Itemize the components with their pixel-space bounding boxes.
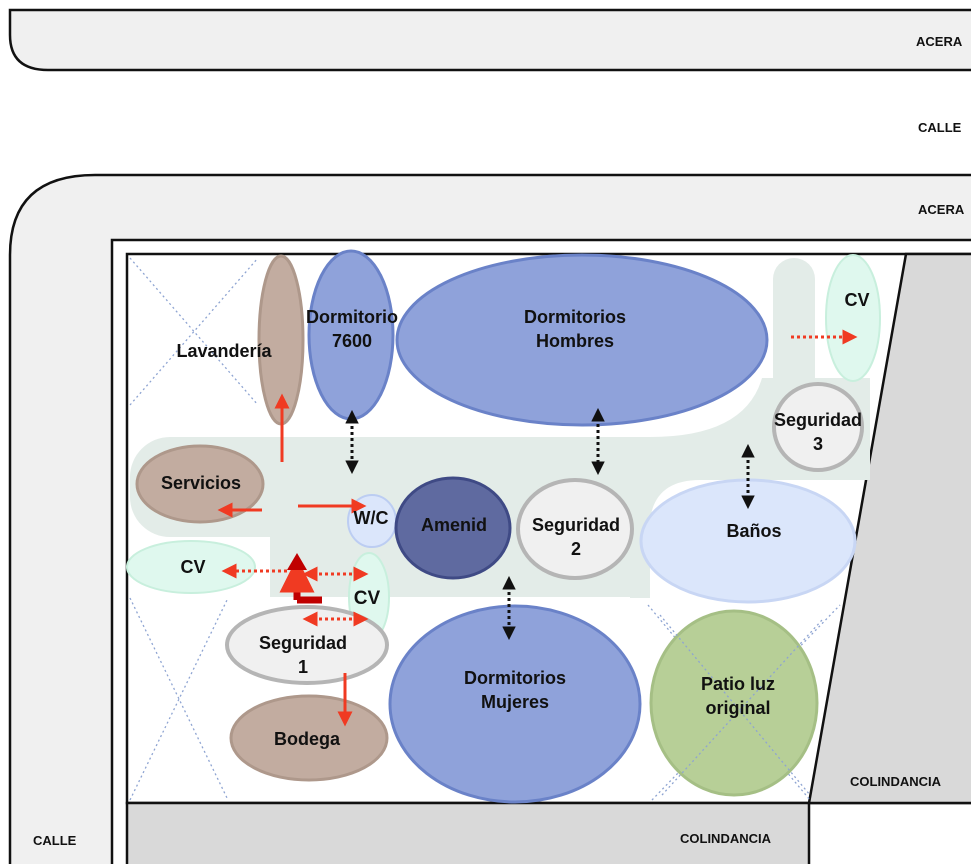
cv-mid-label: CV xyxy=(354,588,381,609)
cv-top-label: CV xyxy=(844,290,869,310)
banos-label: Baños xyxy=(726,521,781,541)
red-dotted-arrows xyxy=(221,329,858,627)
dormitorio-7600-number: 7600 xyxy=(332,331,372,351)
acera-lot-label: ACERA xyxy=(918,202,965,217)
entry-marker xyxy=(279,553,322,604)
wc-label: W/C xyxy=(354,508,389,528)
calle-top-label: CALLE xyxy=(918,120,962,135)
cv-left-label: CV xyxy=(180,557,205,577)
amenid-label: Amenid xyxy=(421,515,487,535)
patio-luz-label: Patio luz xyxy=(701,674,775,694)
acera-top-label: ACERA xyxy=(916,34,963,49)
lavanderia-label: Lavandería xyxy=(176,341,272,361)
colindancia-right-label: COLINDANCIA xyxy=(850,774,942,789)
dormitorios-hombres-label: Dormitorios xyxy=(524,307,626,327)
seguridad-1-number: 1 xyxy=(298,657,308,677)
colindancia-bottom-label: COLINDANCIA xyxy=(680,831,772,846)
seguridad-2-label: Seguridad xyxy=(532,515,620,535)
amenid-room xyxy=(394,476,512,580)
calle-left-label: CALLE xyxy=(33,833,77,848)
servicios-label: Servicios xyxy=(161,473,241,493)
dormitorios-mujeres-label: Dormitorios xyxy=(464,668,566,688)
dormitorios-hombres-label-2: Hombres xyxy=(536,331,614,351)
black-dotted-arrows xyxy=(345,407,755,641)
cv-top-room xyxy=(825,254,881,382)
seguridad-3-room xyxy=(772,382,864,472)
dormitorio-7600-label: Dormitorio xyxy=(306,307,398,327)
seguridad-1-label: Seguridad xyxy=(259,633,347,653)
patio-luz-room xyxy=(649,609,819,797)
seguridad-2-room xyxy=(516,478,634,580)
red-flow-arrows xyxy=(217,393,367,727)
seguridad-3-number: 3 xyxy=(813,434,823,454)
patio-cross xyxy=(659,614,823,796)
colindancia-bottom xyxy=(125,801,811,864)
bodega-label: Bodega xyxy=(274,729,341,749)
colindancia-right xyxy=(807,252,971,805)
dormitorios-hombres-room xyxy=(395,253,769,427)
top-sidewalk xyxy=(8,8,971,72)
seguridad-2-number: 2 xyxy=(571,539,581,559)
dormitorios-mujeres-label-2: Mujeres xyxy=(481,692,549,712)
seguridad-3-label: Seguridad xyxy=(774,410,862,430)
patio-luz-label-2: original xyxy=(705,698,770,718)
cv-left-room xyxy=(126,540,256,594)
